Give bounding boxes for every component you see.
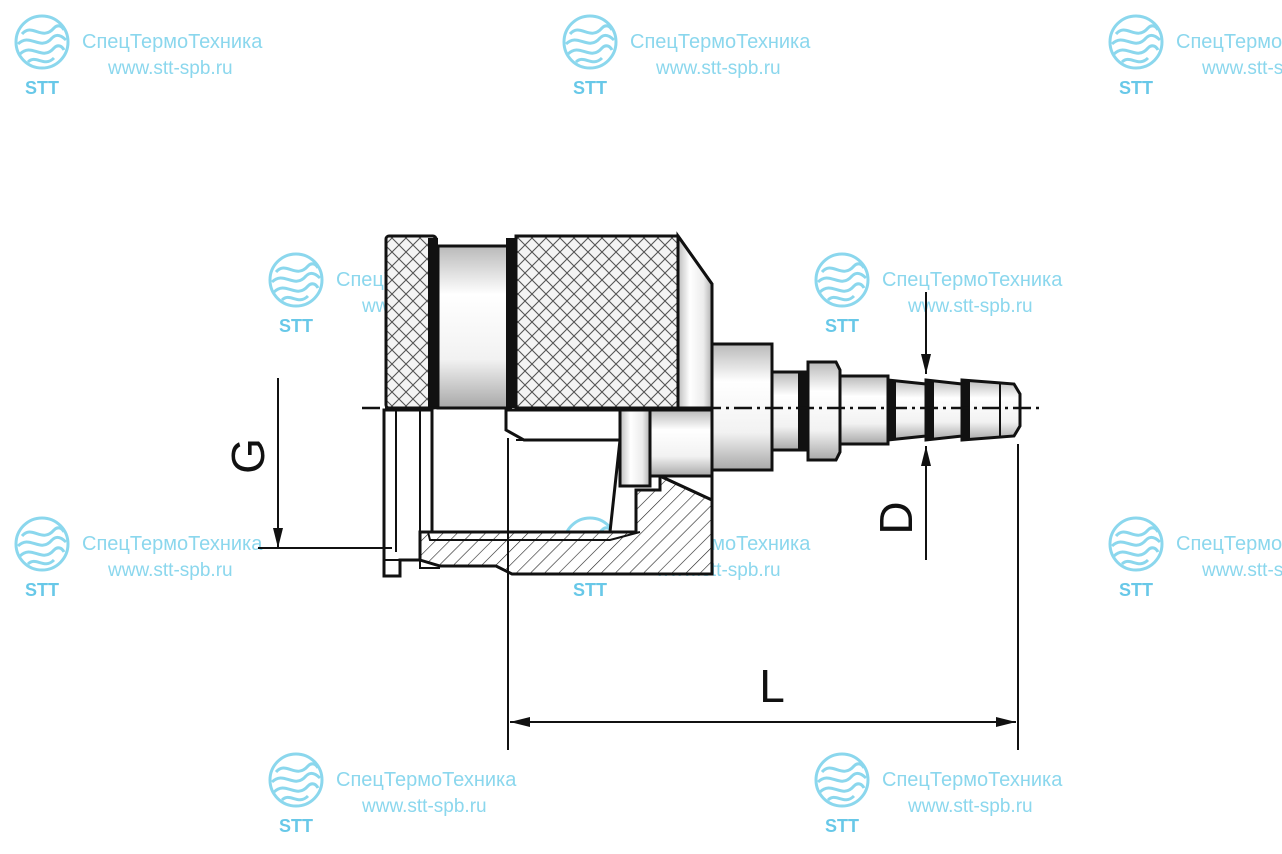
watermark-name: СпецТермоТехника bbox=[336, 769, 517, 791]
watermark-url: www.stt-spb.ru bbox=[361, 796, 487, 817]
watermark-logo-text: STT bbox=[279, 816, 313, 836]
watermark-logo-text: STT bbox=[573, 78, 607, 98]
watermark-name: СпецТермоТехника bbox=[82, 31, 263, 53]
wave-globe-icon bbox=[814, 752, 870, 808]
wave-globe-icon bbox=[14, 516, 70, 572]
watermark-url: www.stt-spb.ru bbox=[907, 296, 1033, 317]
watermark: STT СпецТермоТехника www.stt-spb.ru bbox=[1108, 14, 1282, 98]
wave-globe-icon bbox=[1108, 516, 1164, 572]
watermark-logo-text: STT bbox=[279, 316, 313, 336]
watermark-logo-text: STT bbox=[25, 78, 59, 98]
watermark-logo-text: STT bbox=[1119, 580, 1153, 600]
dimension-l: L bbox=[507, 438, 1019, 750]
watermark-url: www.stt-spb.ru bbox=[107, 560, 233, 581]
dimension-label-l: L bbox=[759, 660, 785, 712]
watermark-url: www.stt-spb.ru bbox=[907, 796, 1033, 817]
watermark-url: www.stt-spb.ru bbox=[1201, 58, 1282, 79]
wave-globe-icon bbox=[814, 252, 870, 308]
watermark: STT СпецТермоТехника www.stt-spb.ru bbox=[562, 14, 811, 98]
wave-globe-icon bbox=[14, 14, 70, 70]
watermark-logo-text: STT bbox=[573, 580, 607, 600]
wave-globe-icon bbox=[562, 14, 618, 70]
dimension-label-d: D bbox=[870, 501, 922, 534]
dimension-label-g: G bbox=[222, 438, 274, 474]
watermark-name: СпецТермоТехника bbox=[82, 533, 263, 555]
watermark-name: СпецТермоТехника bbox=[1176, 533, 1282, 555]
watermark-logo-text: STT bbox=[825, 316, 859, 336]
watermark-name: СпецТермоТехника bbox=[882, 269, 1063, 291]
watermark-name: СпецТермоТехника bbox=[882, 769, 1063, 791]
watermark-url: www.stt-spb.ru bbox=[655, 58, 781, 79]
watermark: STT СпецТермоТехника www.stt-spb.ru bbox=[814, 252, 1063, 336]
watermark-logo-text: STT bbox=[825, 816, 859, 836]
watermark: STT СпецТермоТехника www.stt-spb.ru bbox=[268, 752, 517, 836]
dimension-d: D bbox=[870, 292, 931, 560]
watermark-url: www.stt-spb.ru bbox=[107, 58, 233, 79]
wave-globe-icon bbox=[268, 252, 324, 308]
wave-globe-icon bbox=[268, 752, 324, 808]
watermark: STT СпецТермоТехника www.stt-spb.ru bbox=[14, 516, 263, 600]
watermark-logo-text: STT bbox=[1119, 78, 1153, 98]
watermark-name: СпецТермоТехника bbox=[1176, 31, 1282, 53]
watermark: STT СпецТермоТехника www.stt-spb.ru bbox=[14, 14, 263, 98]
watermark-logo-text: STT bbox=[25, 580, 59, 600]
wave-globe-icon bbox=[1108, 14, 1164, 70]
coupling-part bbox=[362, 231, 1040, 578]
watermark: STT СпецТермоТехника www.stt-spb.ru bbox=[814, 752, 1063, 836]
watermark-name: СпецТермоТехника bbox=[630, 31, 811, 53]
watermark-url: www.stt-spb.ru bbox=[1201, 560, 1282, 581]
watermark: STT СпецТермоТехника www.stt-spb.ru bbox=[1108, 516, 1282, 600]
dimension-g: G bbox=[222, 378, 392, 549]
